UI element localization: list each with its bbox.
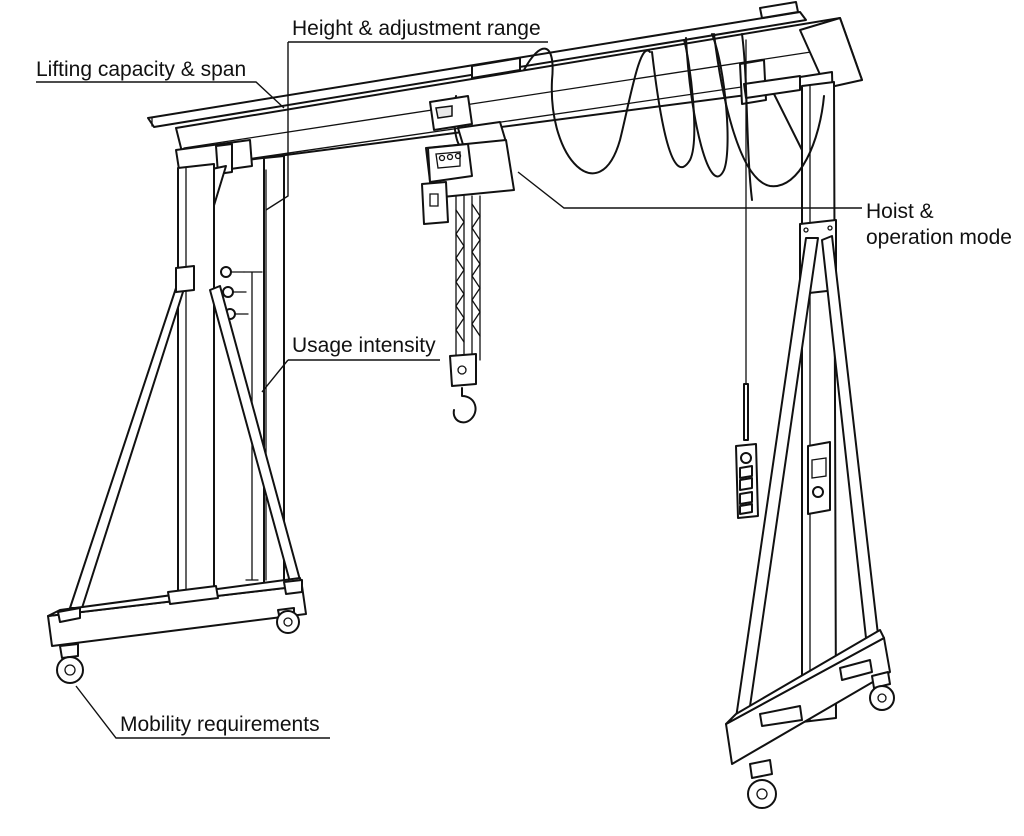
caster-wheel-icon xyxy=(869,671,895,711)
callout-height-adjustment: Height & adjustment range xyxy=(292,17,541,40)
callout-mobility: Mobility requirements xyxy=(120,713,320,736)
callout-usage-intensity: Usage intensity xyxy=(292,334,436,357)
callout-lifting-capacity: Lifting capacity & span xyxy=(36,58,246,81)
caster-wheel-icon xyxy=(747,759,777,809)
caster-wheel-icon xyxy=(276,607,300,634)
callout-hoist-line1: Hoist & xyxy=(866,200,934,223)
callout-leaders xyxy=(36,41,862,739)
callout-hoist-line2: operation mode xyxy=(866,226,1012,249)
electric-chain-hoist-icon xyxy=(421,95,515,424)
hook-icon xyxy=(449,353,477,424)
caster-wheel-icon xyxy=(56,643,84,684)
i-beam xyxy=(147,1,863,169)
festoon-cable xyxy=(453,33,825,441)
pendant-control-icon xyxy=(735,443,759,519)
left-frame xyxy=(47,139,307,684)
